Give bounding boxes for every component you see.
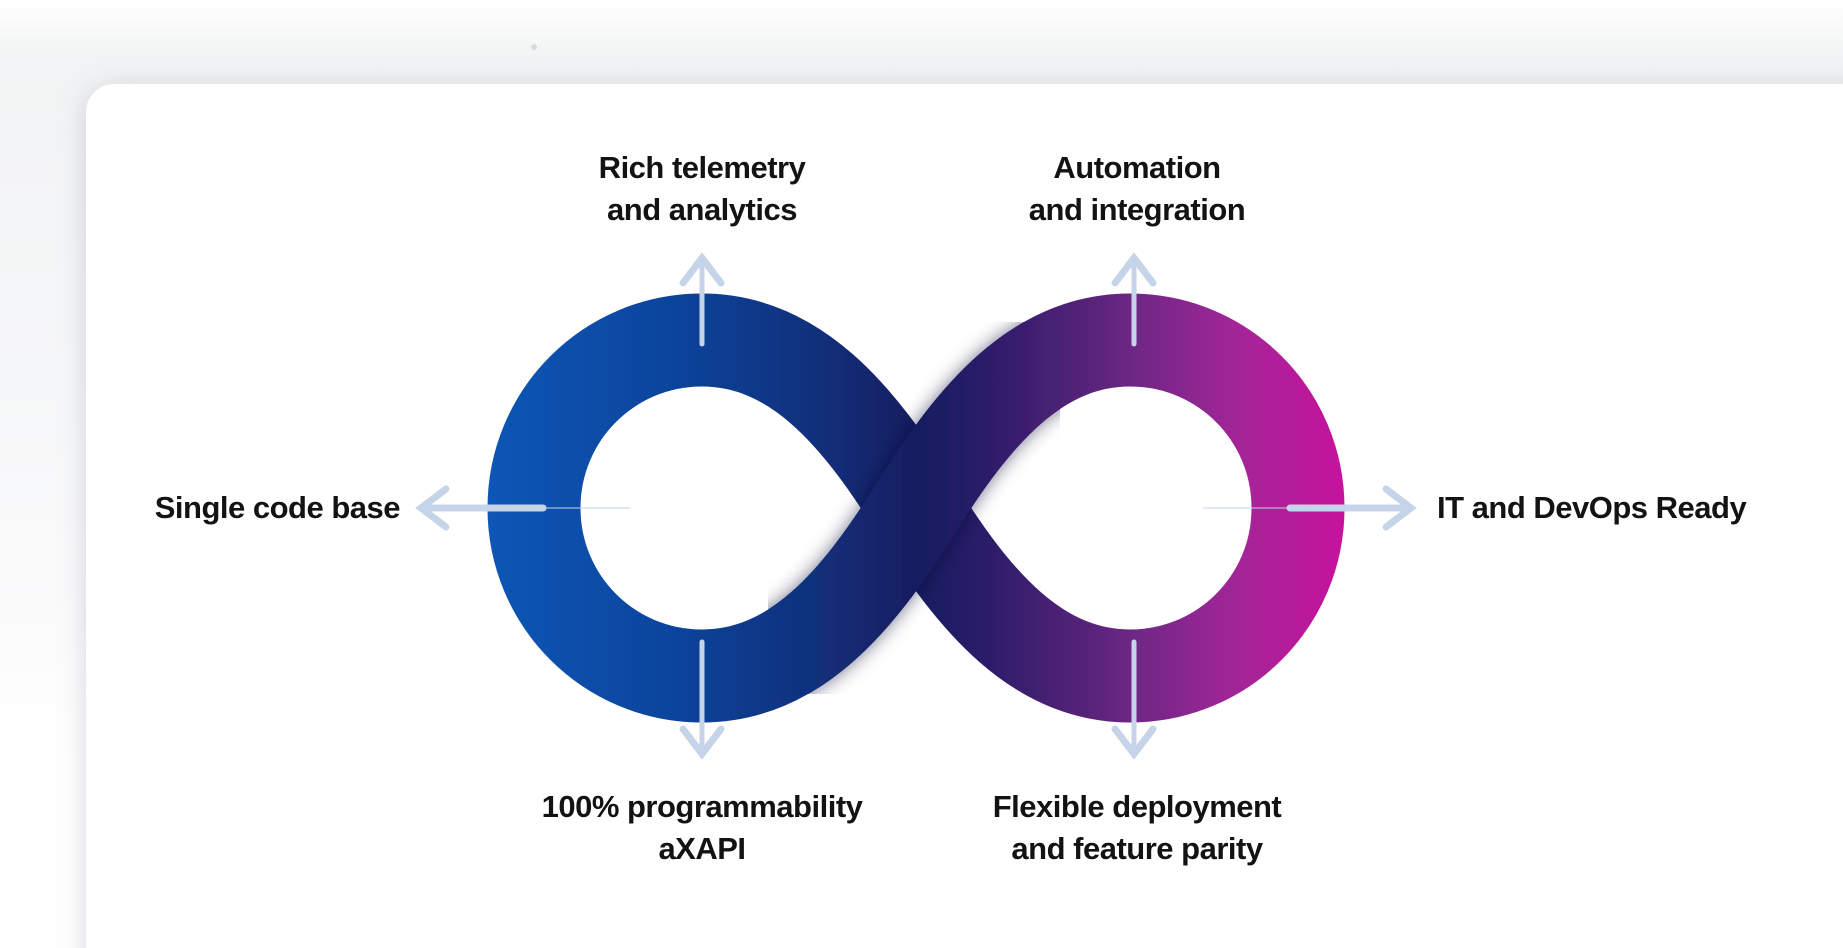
- arrow-up-left-icon: [679, 252, 725, 347]
- label-right: IT and DevOps Ready: [1437, 490, 1747, 525]
- arrow-up-right-icon: [1111, 252, 1157, 347]
- arrow-left-icon: [415, 485, 630, 531]
- arrow-down-right-icon: [1111, 639, 1157, 760]
- arrow-down-left-icon: [679, 639, 725, 760]
- label-bottom-right: Flexible deployment and feature parity: [992, 789, 1282, 866]
- label-left: Single code base: [154, 490, 401, 525]
- label-top-left: Rich telemetry and analytics: [598, 150, 806, 227]
- label-bottom-left: 100% programmability aXAPI: [541, 789, 863, 866]
- infinity-ribbon-overpass: [768, 322, 1060, 694]
- arrow-right-icon: [1203, 485, 1417, 531]
- label-top-right: Automation and integration: [1028, 150, 1246, 227]
- cursor-artifact-dot: [531, 44, 537, 50]
